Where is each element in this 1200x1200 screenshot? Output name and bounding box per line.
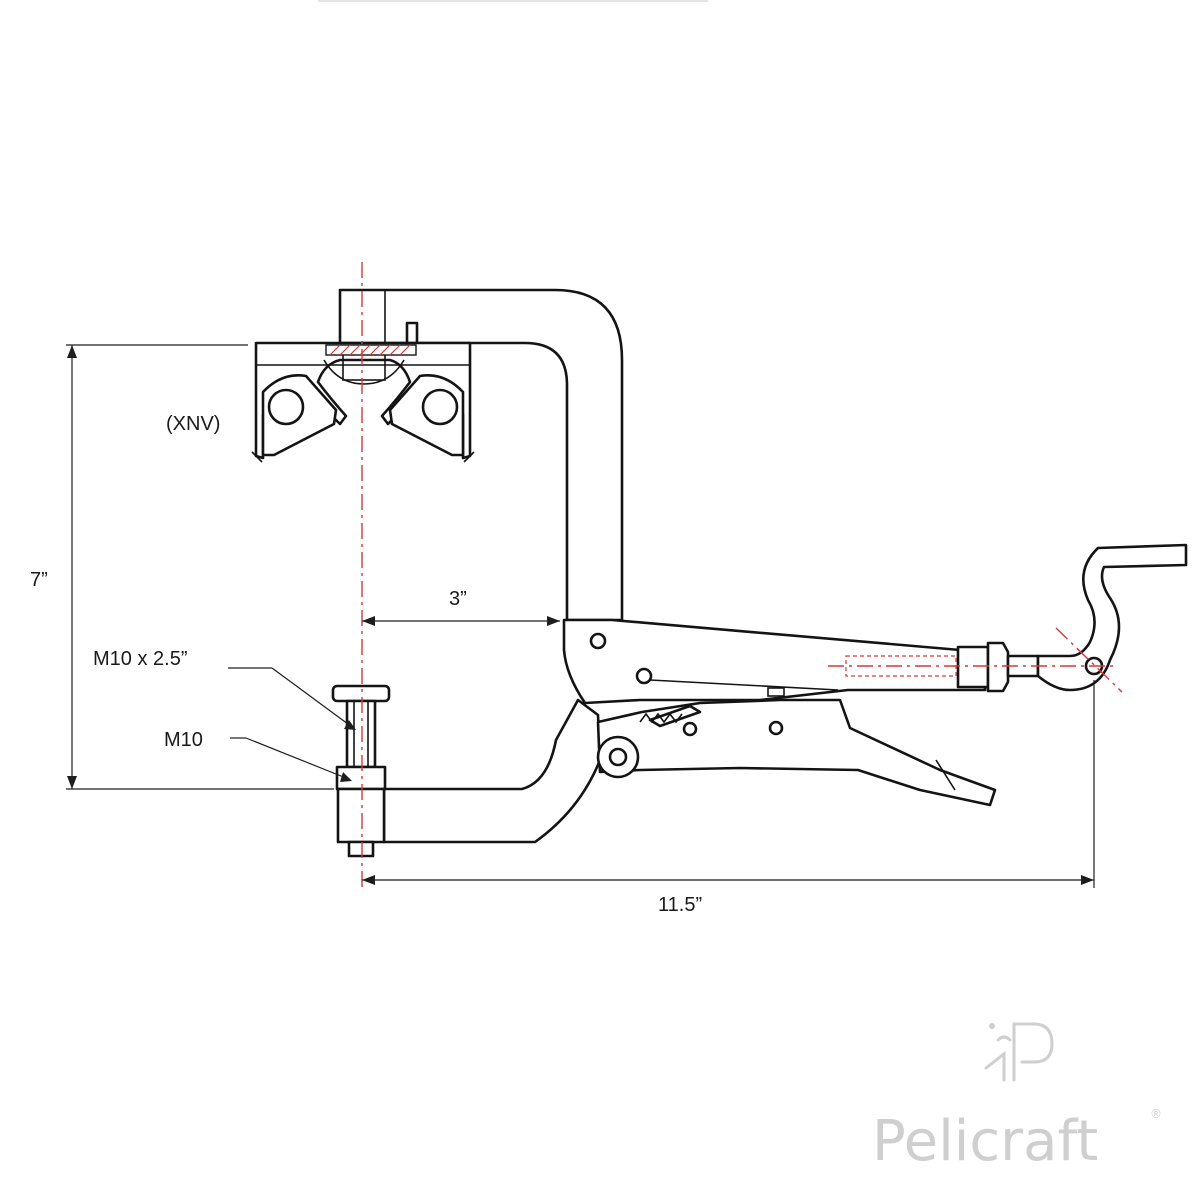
bolt-label: M10 x 2.5”: [93, 648, 187, 670]
clamp-foot-block: [336, 787, 386, 844]
lower-rivet: [682, 721, 698, 737]
lower-handle-grip-line: [935, 759, 956, 791]
registered-mark: ®: [1150, 1107, 1162, 1121]
hatched-insert: [325, 344, 417, 356]
adjust-screw-collar: [956, 645, 990, 689]
adjust-nut: [986, 641, 1010, 693]
upper-handle-crease: [649, 679, 839, 691]
bolt-tail: [347, 840, 375, 858]
length-label: 11.5”: [658, 894, 702, 916]
spring-pin: [767, 687, 785, 697]
lower-handle: [596, 698, 997, 807]
hatch-lines: [329, 344, 411, 356]
nut-leader: [230, 737, 352, 782]
jaw-code-label: (XNV): [166, 413, 220, 435]
c-frame-upper-arm: [338, 288, 624, 622]
pivot-rivet-1: [589, 632, 607, 650]
pivot-rivet-2: [635, 667, 653, 685]
upper-handle: [562, 618, 987, 705]
spring: [639, 712, 683, 724]
lower-rivet-2: [768, 720, 784, 736]
brand-name: Pelicraft: [872, 1109, 1098, 1174]
pivot-eye: [596, 735, 640, 779]
crank-handle: [1036, 543, 1188, 692]
pelicraft-logo-icon: [984, 1022, 1054, 1082]
swivel-pad: [251, 341, 475, 463]
m10-bolt: [331, 684, 391, 769]
nut-label: M10: [164, 729, 203, 751]
c-frame-lower-arm: [382, 698, 602, 844]
height-label: 7”: [30, 569, 48, 591]
dimension-height: [66, 344, 334, 790]
crank-centerline: [1055, 627, 1123, 693]
dimension-length: [362, 680, 1095, 888]
locator-pin: [405, 321, 419, 345]
bolt-leader: [228, 667, 356, 730]
dimension-reach: [362, 616, 560, 626]
reach-label: 3”: [449, 588, 467, 610]
